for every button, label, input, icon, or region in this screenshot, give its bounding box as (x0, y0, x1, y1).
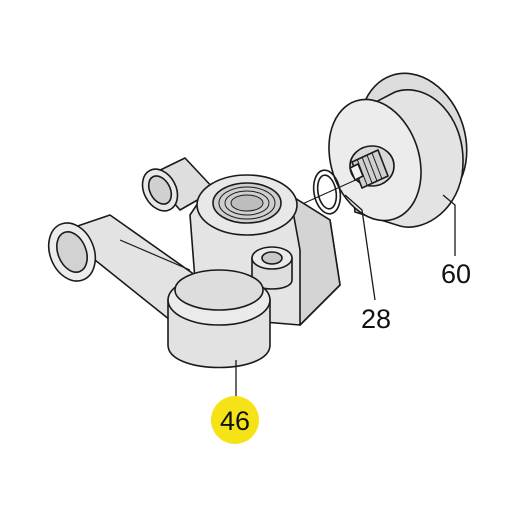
callout-46-highlight (211, 396, 259, 444)
leader-lines (235, 194, 456, 398)
part-28-o-ring[interactable] (310, 168, 343, 216)
assembly-axis-line (299, 177, 361, 206)
part-46-valve-body[interactable] (40, 157, 341, 369)
callout-60[interactable]: 60 (441, 259, 471, 289)
callout-28[interactable]: 28 (361, 304, 391, 334)
callout-46[interactable]: 46 (211, 396, 259, 444)
callout-46-label: 46 (220, 406, 250, 436)
leader-line-60 (442, 194, 456, 256)
callout-28-label: 28 (361, 304, 391, 334)
part-60-cap[interactable] (314, 59, 483, 232)
callout-60-label: 60 (441, 259, 471, 289)
leader-line-28 (344, 194, 376, 301)
